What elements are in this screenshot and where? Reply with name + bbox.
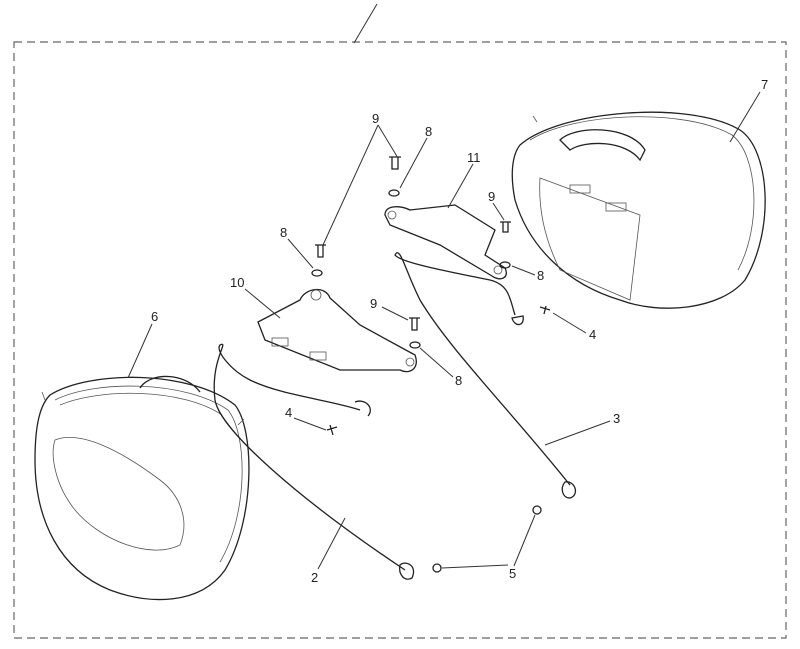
callout-10: 10 <box>230 275 244 290</box>
right-support-rail <box>394 252 577 499</box>
right-pannier <box>511 111 766 309</box>
callout-11: 11 <box>467 150 481 165</box>
callout-2: 2 <box>311 570 318 585</box>
leader-lines <box>127 91 761 570</box>
callout-5: 5 <box>509 566 516 581</box>
washer-8d <box>409 341 421 349</box>
bolt-4a <box>539 305 551 315</box>
callout-7: 7 <box>761 77 768 92</box>
callout-4: 4 <box>589 327 596 342</box>
left-mounting-bracket <box>257 288 417 373</box>
callout-4: 4 <box>285 405 292 420</box>
screw-9b <box>315 244 326 258</box>
screw-9a <box>389 156 401 170</box>
callout-3: 3 <box>613 411 620 426</box>
hardware <box>311 156 551 573</box>
dashed-frame <box>13 41 787 639</box>
right-mounting-bracket <box>384 204 507 280</box>
callout-9: 9 <box>488 189 495 204</box>
washer-8a <box>388 189 400 197</box>
callout-8: 8 <box>280 225 287 240</box>
callouts: 9 8 11 9 8 10 9 8 4 8 4 3 6 7 2 5 <box>151 77 768 585</box>
screw-9c <box>500 221 511 233</box>
callout-8: 8 <box>455 373 462 388</box>
callout-8: 8 <box>425 124 432 139</box>
top-leader-line <box>353 3 378 44</box>
callout-9: 9 <box>372 111 379 126</box>
nut-5b <box>432 563 442 573</box>
callout-6: 6 <box>151 309 158 324</box>
callout-8: 8 <box>537 268 544 283</box>
nut-5a <box>532 505 542 515</box>
bolt-4b <box>326 424 338 436</box>
washer-8b <box>311 269 323 277</box>
left-support-rail <box>213 343 415 580</box>
callout-9: 9 <box>370 296 377 311</box>
washer-8c <box>499 261 511 269</box>
screw-9d <box>409 317 420 331</box>
left-pannier <box>34 375 250 601</box>
